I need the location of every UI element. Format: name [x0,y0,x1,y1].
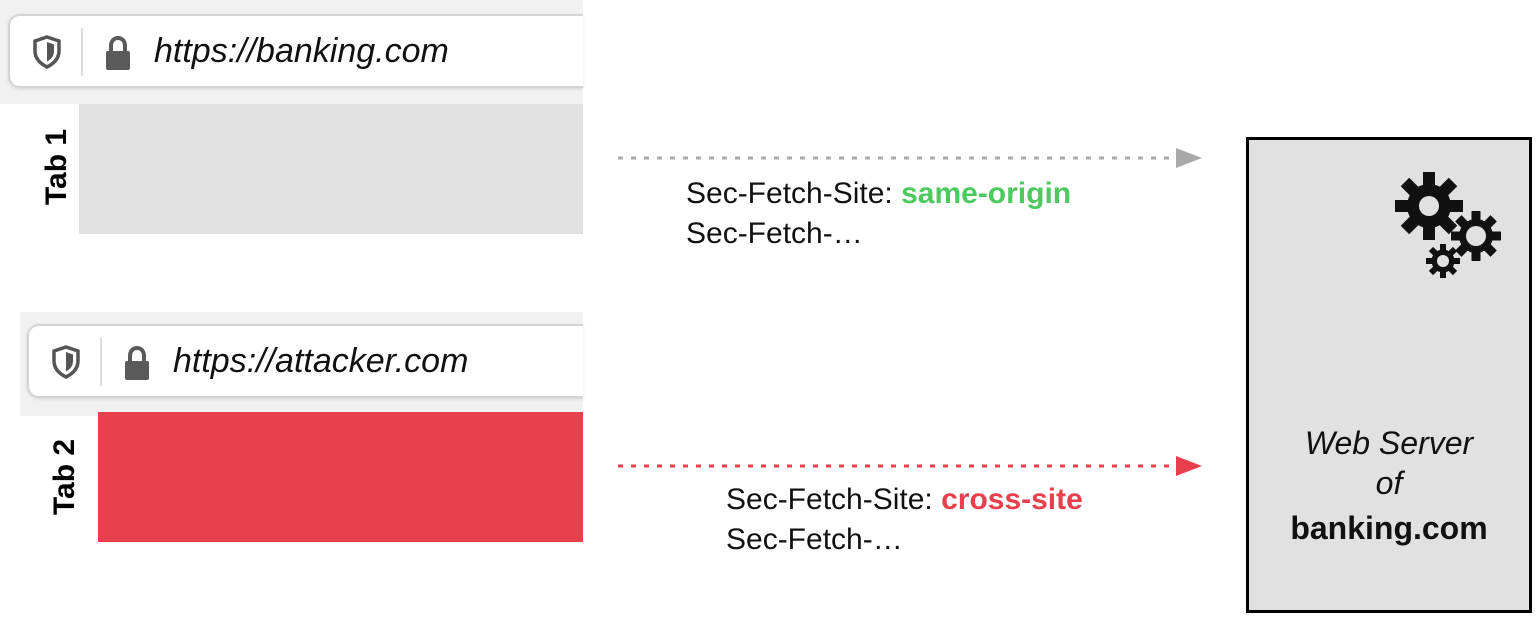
tab2-sec-fetch-site-line: Sec-Fetch-Site: cross-site [726,480,1083,520]
urlbar-separator [81,28,83,76]
tab1-request-arrow [618,148,1202,168]
header-name: Sec-Fetch-Site: [686,177,902,210]
tab1-page-content [79,104,583,234]
tab2-request-headers: Sec-Fetch-Site: cross-site Sec-Fetch-… [726,480,1083,560]
tab1-request-headers: Sec-Fetch-Site: same-origin Sec-Fetch-… [686,174,1071,254]
tab2-urlbar[interactable]: https://attacker.com [27,324,583,398]
tab1-sec-fetch-site-line: Sec-Fetch-Site: same-origin [686,174,1071,214]
server-title-line2: of [1375,465,1403,501]
tab1-url[interactable]: https://banking.com [154,32,449,70]
shield-icon [32,35,62,74]
server-title-line1: Web Server [1304,425,1474,461]
tab1-more-headers: Sec-Fetch-… [686,217,863,250]
tab2-more-headers: Sec-Fetch-… [726,523,903,556]
tab2-url[interactable]: https://attacker.com [173,342,469,380]
server-hostname: banking.com [1290,510,1488,546]
lock-icon [121,345,153,387]
tab2-page-content [98,412,583,542]
web-server-box: Web Server of banking.com [1246,137,1532,613]
tab1-urlbar[interactable]: https://banking.com [8,14,583,88]
lock-icon [102,35,134,77]
header-name: Sec-Fetch-Site: [726,483,942,516]
tab1-header-value: same-origin [901,177,1072,210]
tab2-request-arrow [618,456,1202,476]
tab2-header-value: cross-site [941,483,1083,516]
shield-icon [51,345,81,384]
gears-icon [1394,168,1509,288]
urlbar-separator [100,338,102,386]
